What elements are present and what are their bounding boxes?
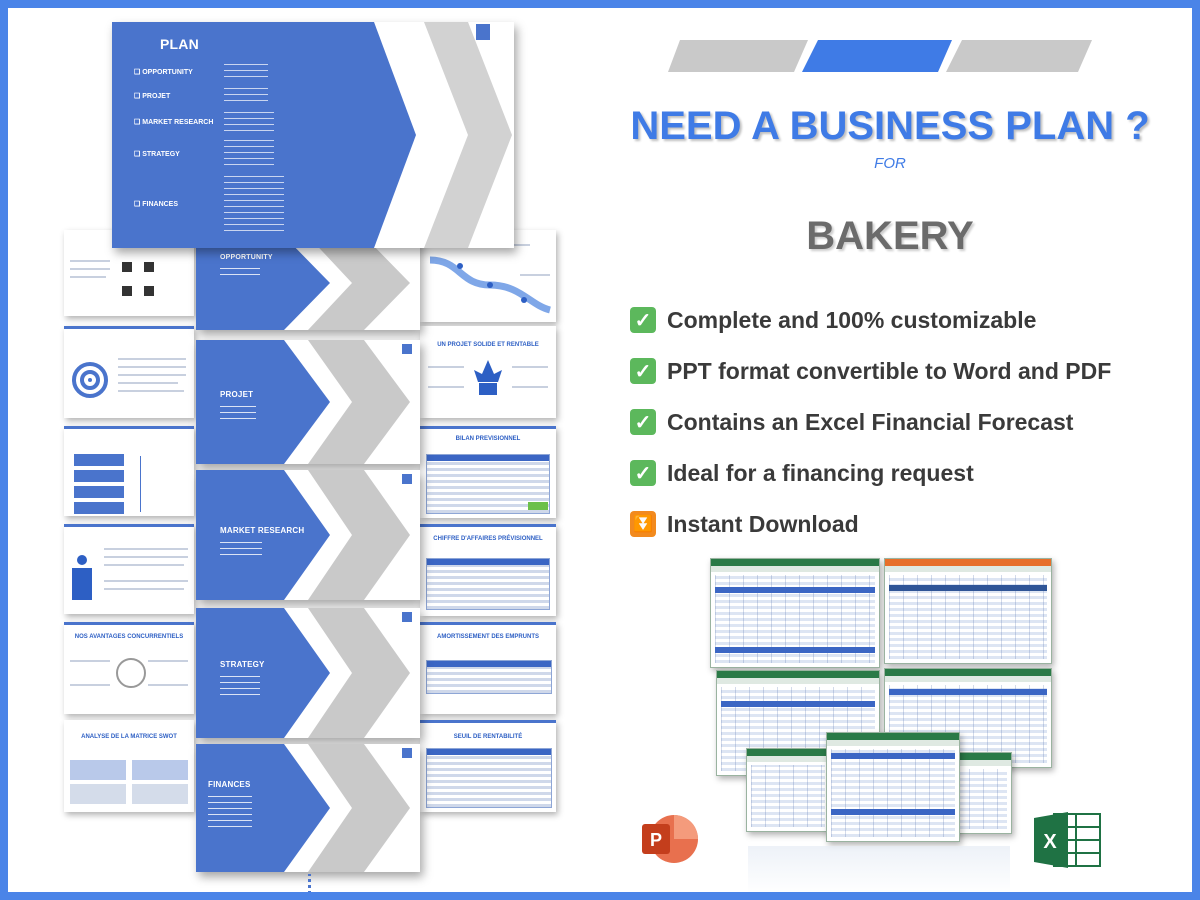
section-slide-finances: FINANCES [196, 744, 420, 872]
feature-item: ⏬ Instant Download [630, 506, 859, 542]
plan-item-label: STRATEGY [142, 151, 180, 158]
plan-item-label: FINANCES [142, 201, 179, 208]
powerpoint-logo-icon: P [642, 815, 698, 863]
feature-text: Complete and 100% customizable [667, 306, 1037, 333]
mini-slide-title: SEUIL DE RENTABILITÉ [453, 734, 523, 740]
plan-slide-title: PLAN [160, 36, 199, 52]
mini-slide-title: ANALYSE DE LA MATRICE SWOT [81, 734, 177, 740]
feature-text: PPT format convertible to Word and PDF [667, 357, 1112, 384]
mini-slide-revenue: CHIFFRE D'AFFAIRES PRÉVISIONNEL [420, 524, 556, 616]
section-slide-title: STRATEGY [220, 660, 265, 669]
dotted-connector [308, 874, 311, 892]
feature-item: ✓ Complete and 100% customizable [630, 302, 1036, 338]
section-slide-title: PROJET [220, 390, 254, 399]
plan-item-projet: ❑ PROJET [134, 93, 171, 100]
mini-slide-future-financing [64, 426, 194, 516]
mini-slide-target [64, 326, 194, 418]
product-name: BAKERY [806, 214, 974, 258]
section-slide-title: MARKET RESEARCH [220, 526, 305, 535]
plan-badge [476, 24, 490, 40]
chevron-right [946, 40, 1092, 72]
mini-slide-balance-sheet: BILAN PREVISIONNEL [420, 426, 556, 518]
feature-text: Contains an Excel Financial Forecast [667, 408, 1074, 435]
spreadsheet-preview [884, 558, 1052, 664]
feature-item: ✓ Contains an Excel Financial Forecast [630, 404, 1073, 440]
check-mark-icon: ✓ [630, 307, 656, 333]
feature-text: Instant Download [667, 510, 859, 537]
feature-item: ✓ Ideal for a financing request [630, 455, 974, 491]
check-mark-icon: ✓ [630, 460, 656, 486]
spreadsheet-preview [746, 748, 830, 832]
section-slide-title: OPPORTUNITY [220, 254, 273, 261]
mini-slide-title: AMORTISSEMENT DES EMPRUNTS [436, 634, 539, 640]
spreadsheet-preview-front [826, 732, 960, 842]
mini-slide-loan-amortization: AMORTISSEMENT DES EMPRUNTS [420, 622, 556, 714]
spreadsheet-reflection [748, 846, 1010, 892]
feature-item: ✓ PPT format convertible to Word and PDF [630, 353, 1111, 389]
spreadsheet-preview [710, 558, 880, 668]
plan-slide: PLAN ❑ OPPORTUNITY ❑ PROJET ❑ MARKET RES… [112, 22, 514, 248]
plan-item-opportunity: ❑ OPPORTUNITY [134, 69, 193, 76]
mini-slide-solid-project: UN PROJET SOLIDE ET RENTABLE [420, 326, 556, 418]
plan-item-market-research: ❑ MARKET RESEARCH [134, 119, 214, 126]
progress-chevrons [668, 40, 1092, 72]
headline: NEED A BUSINESS PLAN ? [630, 104, 1150, 148]
plan-item-strategy: ❑ STRATEGY [134, 151, 180, 158]
section-slide-opportunity: OPPORTUNITY [196, 236, 420, 330]
mini-slide-swot: ANALYSE DE LA MATRICE SWOT [64, 720, 194, 812]
plan-item-label: PROJET [142, 93, 171, 100]
download-arrow-icon: ⏬ [630, 511, 656, 537]
feature-text: Ideal for a financing request [667, 459, 974, 486]
check-mark-icon: ✓ [630, 358, 656, 384]
mini-slide-break-even: SEUIL DE RENTABILITÉ [420, 720, 556, 812]
for-label: FOR [874, 155, 906, 172]
section-slide-market-research: MARKET RESEARCH [196, 470, 420, 600]
mini-slide-competitive-advantages: NOS AVANTAGES CONCURRENTIELS [64, 622, 194, 714]
section-slide-projet: PROJET [196, 340, 420, 464]
svg-text:X: X [1043, 831, 1057, 853]
mini-slide-title: NOS AVANTAGES CONCURRENTIELS [74, 634, 184, 640]
svg-text:P: P [650, 830, 662, 850]
plan-item-label: OPPORTUNITY [142, 69, 193, 76]
mini-slide-title: BILAN PREVISIONNEL [455, 436, 521, 442]
section-slide-title: FINANCES [208, 780, 251, 789]
mini-slide-title: CHIFFRE D'AFFAIRES PRÉVISIONNEL [433, 536, 543, 542]
plan-item-finances: ❑ FINANCES [134, 201, 179, 208]
check-mark-icon: ✓ [630, 409, 656, 435]
chevron-middle [802, 40, 952, 72]
excel-logo-icon: X [1034, 812, 1101, 868]
mini-slide-title: UN PROJET SOLIDE ET RENTABLE [437, 342, 539, 348]
chevron-left [668, 40, 808, 72]
mini-slide-presentation [64, 524, 194, 614]
section-slide-strategy: STRATEGY [196, 608, 420, 738]
plan-item-label: MARKET RESEARCH [142, 119, 214, 126]
